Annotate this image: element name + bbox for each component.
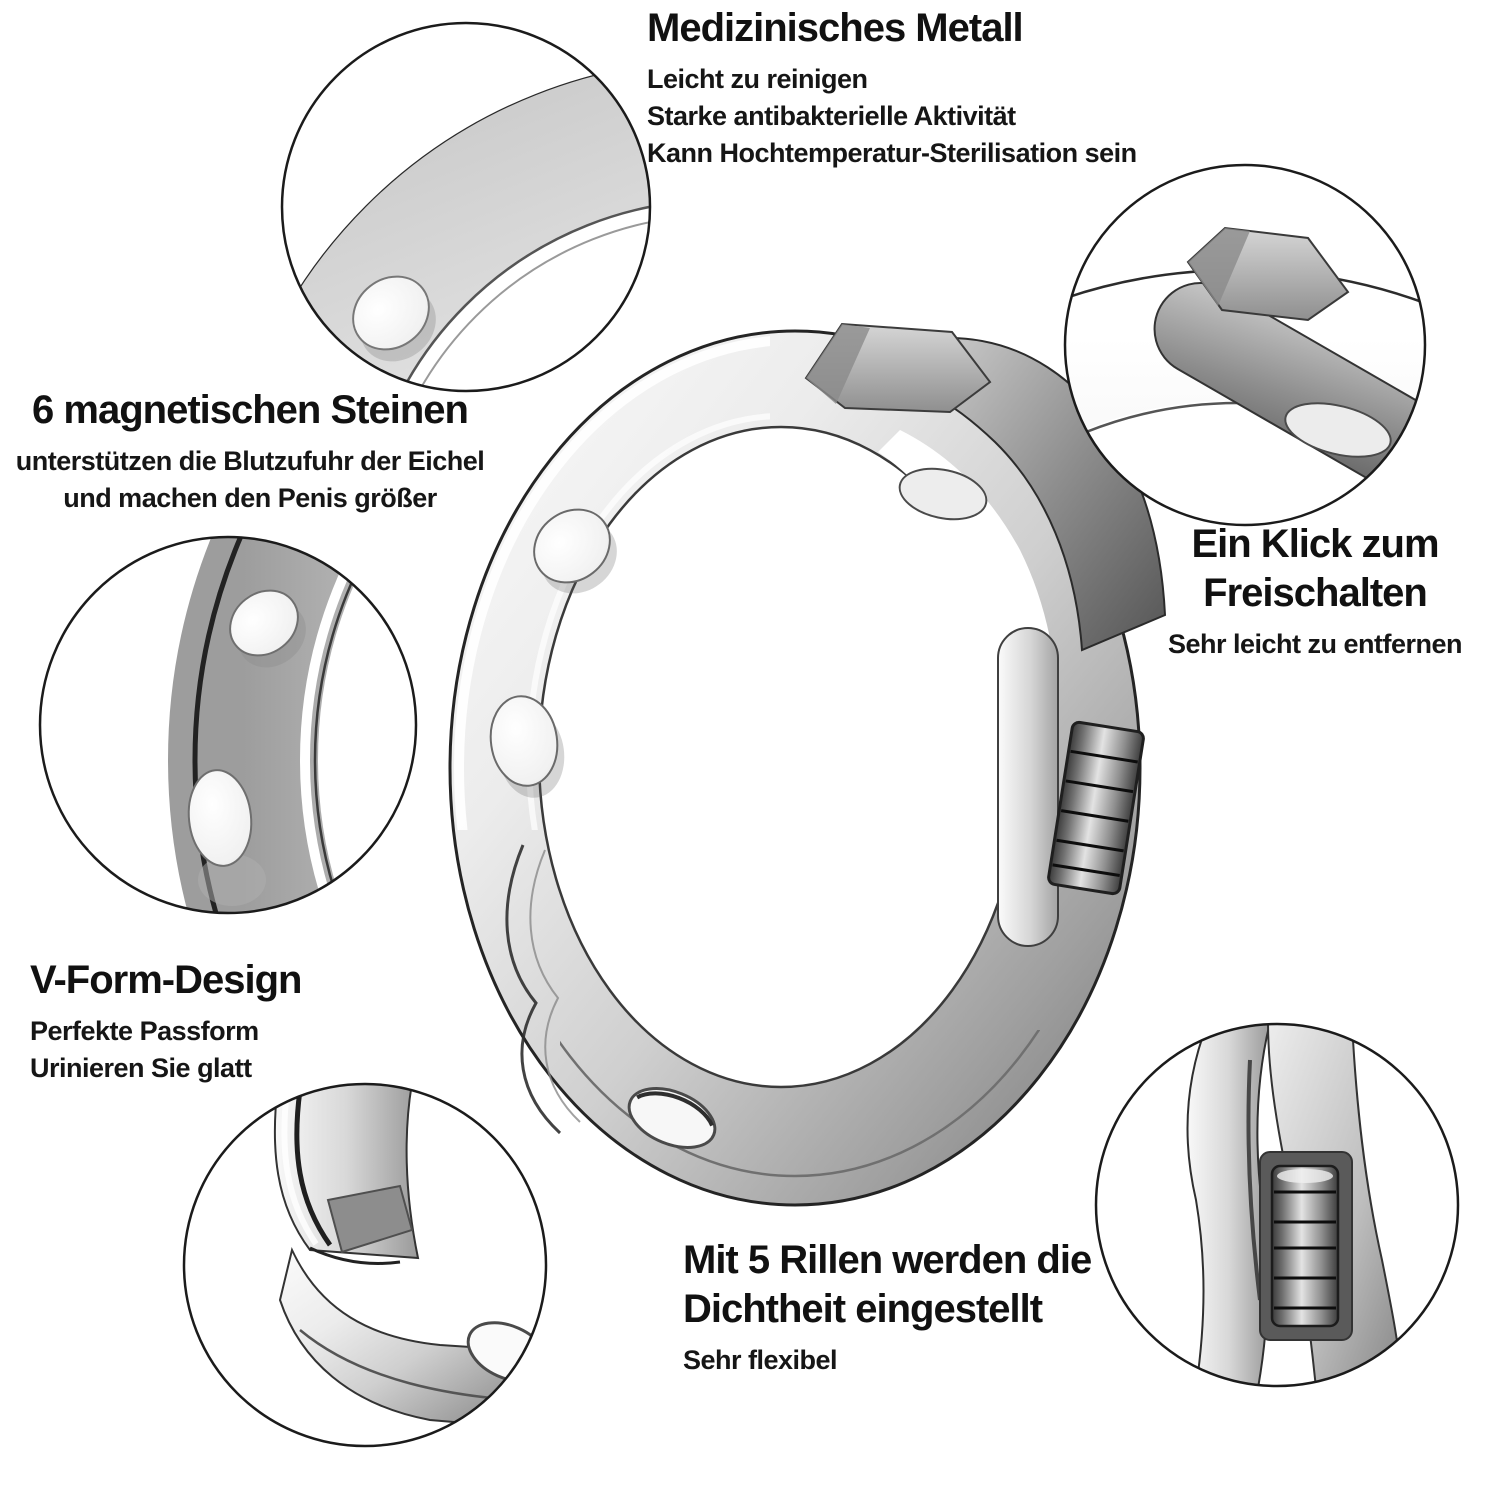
clasp-tip xyxy=(1284,402,1392,458)
clasp-opening xyxy=(878,430,1056,695)
magnet-dot xyxy=(533,508,611,584)
annotation-line: Starke antibakterielle Aktivität xyxy=(647,101,1016,132)
annotation-heading: 6 magnetischen Steinen xyxy=(32,388,469,432)
band-gap-line xyxy=(1246,1059,1262,1301)
ring-inner-cutout xyxy=(537,425,1025,1089)
detail-circle-outline xyxy=(38,535,418,915)
band-edge-line xyxy=(192,537,416,913)
wave-contour xyxy=(529,849,581,1123)
annotation-heading: Ein Klick zum xyxy=(1191,522,1439,566)
annotation-heading: Mit 5 Rillen werden die xyxy=(683,1238,1092,1282)
detail-circle-outline xyxy=(280,21,652,393)
annotation-heading: Medizinisches Metall xyxy=(647,6,1024,50)
annotation-one-click: Ein Klick zum Freischalten Sehr leicht z… xyxy=(1148,520,1482,663)
ring-outer-rim-highlight xyxy=(454,336,770,830)
annotation-line: Kann Hochtemperatur-Sterilisation sein xyxy=(647,138,1137,169)
detail-circle-outline xyxy=(1063,163,1427,527)
clasp-tab-facet xyxy=(806,324,870,404)
annotation-line: Sehr flexibel xyxy=(683,1344,838,1375)
clasp-tip xyxy=(898,467,988,521)
clasp-tongue xyxy=(997,627,1059,947)
annotation-line: Sehr leicht zu entfernen xyxy=(1167,628,1463,659)
groove-panel-cap xyxy=(1277,1169,1333,1183)
clasp-strap xyxy=(930,336,1167,652)
detail-view-v-form xyxy=(182,1082,548,1448)
annotation-line: und machen den Penis größer xyxy=(63,483,437,514)
magnet-dot-shadow xyxy=(198,854,266,906)
detail-view-clasp xyxy=(1063,163,1427,527)
groove-line xyxy=(1070,749,1138,764)
v-joint-notch xyxy=(326,1184,414,1254)
band-inner-edge xyxy=(313,537,416,913)
groove-line xyxy=(1060,809,1129,823)
groove-panel xyxy=(1047,720,1145,896)
groove-line xyxy=(1052,863,1120,878)
annotation-v-form: V-Form-Design Perfekte Passform Uriniere… xyxy=(30,956,302,1087)
annotation-line: unterstützen die Blutzufuhr der Eichel xyxy=(15,445,485,476)
annotation-magnets: 6 magnetischen Steinen unterstützen die … xyxy=(0,386,500,517)
annotation-line: Leicht zu reinigen xyxy=(647,63,868,94)
magnet-dot xyxy=(187,769,253,867)
ring-illustration xyxy=(448,322,1167,1207)
magnet-dot xyxy=(352,275,430,351)
groove-panel xyxy=(1270,1164,1340,1328)
annotation-heading: Dichtheit eingestellt xyxy=(683,1286,1043,1331)
band-inner-rim xyxy=(300,537,416,913)
clasp-tab-facet xyxy=(1188,228,1250,306)
detail-circle-outline xyxy=(1094,1022,1460,1388)
detail-view-magnets xyxy=(38,535,418,915)
annotation-heading: V-Form-Design xyxy=(30,958,302,1002)
annotation-grooves: Mit 5 Rillen werden die Dichtheit einges… xyxy=(683,1236,1092,1379)
groove-line xyxy=(1065,779,1134,794)
wave-contour xyxy=(505,844,562,1135)
v-joint-edge-line xyxy=(294,1089,333,1247)
annotation-medical-metal: Medizinisches Metall Leicht zu reinigen … xyxy=(647,4,1137,173)
groove-line xyxy=(1056,838,1124,853)
ring-bottom-contour xyxy=(560,1030,1040,1178)
annotation-heading: Freischalten xyxy=(1203,570,1428,615)
detail-view-grooves xyxy=(1094,1022,1460,1388)
v-joint-seam xyxy=(309,1246,401,1265)
drain-hole xyxy=(627,1087,717,1149)
band-segment xyxy=(168,537,416,913)
magnet-dot xyxy=(489,695,559,787)
detail-circle-outline xyxy=(182,1082,548,1448)
v-joint-highlight xyxy=(281,1089,319,1246)
annotation-line: Perfekte Passform xyxy=(30,1015,259,1046)
detail-view-medical-metal xyxy=(280,21,652,393)
annotation-line: Urinieren Sie glatt xyxy=(30,1053,252,1084)
magnet-dot xyxy=(229,589,299,657)
